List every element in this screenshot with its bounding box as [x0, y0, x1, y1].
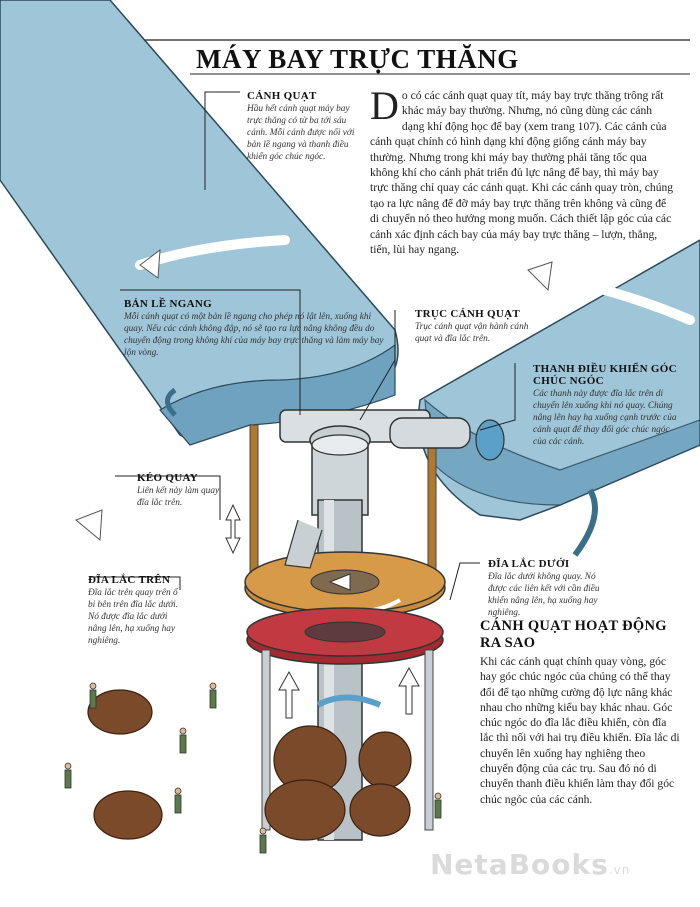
label-title: THANH ĐIỀU KHIỂN GÓC CHÚC NGÓC — [533, 363, 677, 387]
watermark: NetaBooks.vn — [430, 848, 630, 881]
people-group — [64, 682, 442, 854]
left-blade — [0, 0, 399, 446]
intro-paragraph: D o có các cánh quạt quay tít, máy bay t… — [370, 83, 675, 257]
drop-cap: D — [370, 83, 399, 128]
label-title: ĐĨA LẮC DƯỚI — [488, 558, 570, 570]
label-dia-lac-duoi: ĐĨA LẮC DƯỚI Đĩa lắc dưới không quay. Nó… — [488, 558, 613, 619]
label-body: Các thanh này được đĩa lắc trên di chuyể… — [533, 389, 677, 447]
label-title: TRỤC CÁNH QUẠT — [415, 308, 521, 320]
label-body: Mỗi cánh quạt có một bản lề ngang cho ph… — [124, 312, 384, 358]
label-body: Trục cánh quạt vận hành cánh quạt và đĩa… — [415, 322, 529, 344]
label-body: Liên kết này làm quay đĩa lắc trên. — [137, 486, 220, 508]
label-truc-canh-quat: TRỤC CÁNH QUẠT Trục cánh quạt vận hành c… — [415, 308, 535, 345]
label-canh-quat: CÁNH QUẠT Hầu hết cánh quạt máy bay trực… — [247, 90, 355, 163]
label-keo-quay: KÉO QUAY Liên kết này làm quay đĩa lắc t… — [137, 472, 225, 509]
label-title: ĐĨA LẮC TRÊN — [88, 574, 171, 586]
label-title: KÉO QUAY — [137, 472, 198, 484]
label-ban-le-ngang: BẢN LỀ NGANG Mỗi cánh quạt có một bản lề… — [124, 298, 389, 359]
rotor-hub — [279, 409, 505, 516]
how-text: Khi các cánh quạt chính quay vòng, góc h… — [480, 655, 680, 806]
mammoth-group — [87, 689, 412, 841]
how-title: CÁNH QUẠT HOẠT ĐỘNG RA SAO — [480, 618, 667, 651]
watermark-suffix: .vn — [608, 863, 631, 877]
label-title: BẢN LỀ NGANG — [124, 298, 212, 310]
intro-text: o có các cánh quạt quay tít, máy bay trự… — [370, 89, 674, 257]
how-it-works: CÁNH QUẠT HOẠT ĐỘNG RA SAO Khi các cánh … — [480, 618, 680, 807]
lower-swashplate — [246, 607, 444, 665]
label-body: Hầu hết cánh quạt máy bay trực thăng có … — [247, 104, 355, 162]
callout-lines — [90, 91, 516, 601]
upper-swashplate — [244, 551, 446, 619]
label-title: CÁNH QUẠT — [247, 90, 317, 102]
label-body: Đĩa lắc trên quay trên ổ bi bên trên đĩa… — [88, 588, 179, 646]
page-title: MÁY BAY TRỰC THĂNG — [196, 44, 519, 74]
label-thanh-dieu-khien: THANH ĐIỀU KHIỂN GÓC CHÚC NGÓC Các thanh… — [533, 363, 683, 448]
watermark-brand: NetaBooks — [430, 848, 609, 881]
label-body: Đĩa lắc dưới không quay. Nó được các liê… — [488, 572, 600, 618]
label-dia-lac-tren: ĐĨA LẮC TRÊN Đĩa lắc trên quay trên ổ bi… — [88, 574, 186, 647]
